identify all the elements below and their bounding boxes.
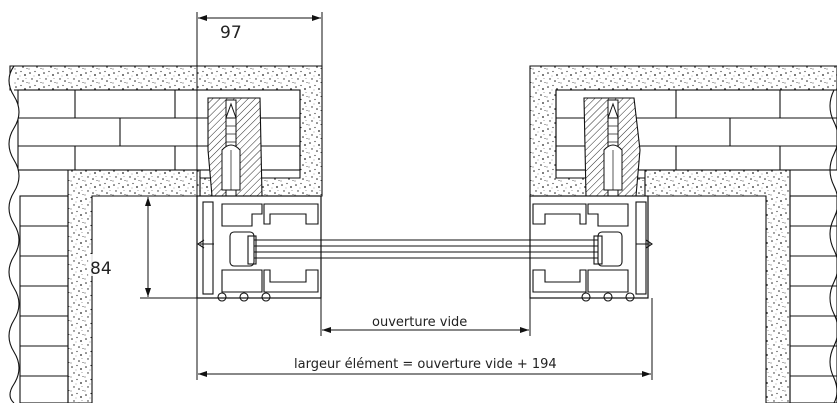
dimension-84-label: 84 bbox=[90, 259, 112, 279]
dimension-84: 84 bbox=[88, 195, 197, 299]
dimension-97-label: 97 bbox=[220, 23, 242, 43]
element-width-label: largeur élément = ouverture vide + 194 bbox=[294, 357, 557, 372]
right-break-line bbox=[829, 89, 837, 403]
clear-opening-label: ouverture vide bbox=[372, 315, 467, 330]
left-lower-bricks bbox=[19, 195, 69, 403]
left-wall bbox=[8, 65, 323, 403]
left-side-plaster bbox=[67, 169, 201, 403]
left-anchor-icon bbox=[221, 99, 241, 197]
left-break-line bbox=[8, 65, 20, 403]
dimension-element-width: largeur élément = ouverture vide + 194 bbox=[196, 298, 653, 380]
glazing-rail bbox=[247, 235, 603, 265]
right-anchor-icon bbox=[603, 99, 623, 197]
dimension-clear-opening: ouverture vide bbox=[320, 298, 531, 336]
right-side-plaster bbox=[644, 169, 791, 403]
dimension-97: 97 bbox=[196, 12, 323, 196]
right-frame-profile bbox=[529, 195, 653, 302]
right-lower-bricks bbox=[789, 195, 837, 403]
left-frame-profile bbox=[196, 195, 322, 302]
